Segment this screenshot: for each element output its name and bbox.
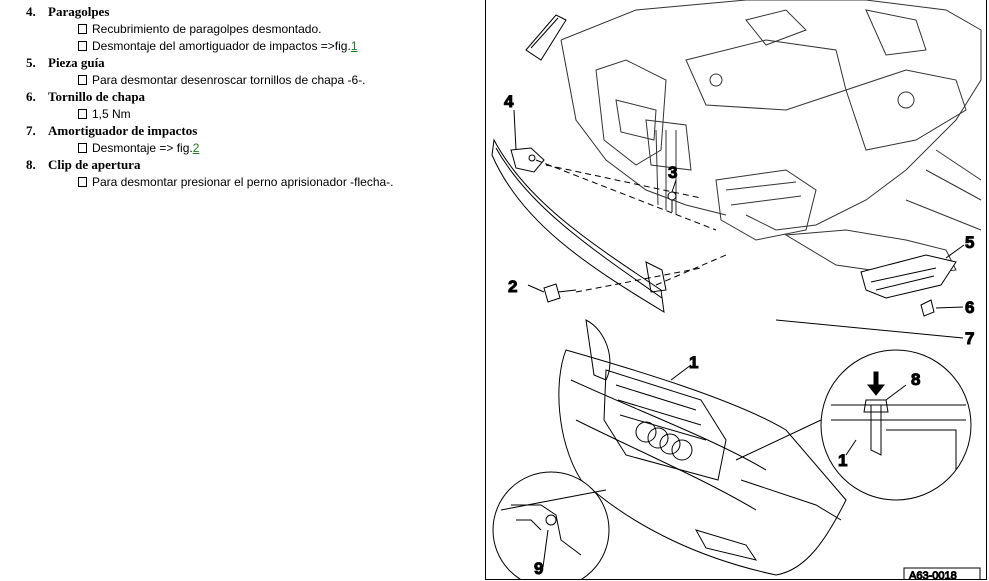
parts-list: 4.Paragolpes Recubrimiento de paragolpes…	[0, 0, 480, 581]
exploded-diagram: 4 3 5 2 6 7 1 8 1 9 A63-0018	[485, 0, 987, 580]
diagram-svg: 4 3 5 2 6 7 1 8 1 9 A63-0018	[491, 0, 982, 580]
detail-circle-9	[492, 471, 610, 579]
checkbox-glyph	[78, 75, 87, 85]
checkbox-glyph	[78, 109, 87, 119]
item-6-sub-1: 1,5 Nm	[78, 107, 131, 121]
callout-1-detail: 1	[838, 451, 847, 470]
checkbox-glyph	[78, 41, 87, 51]
item-7-title: 7.Amortiguador de impactos	[26, 123, 198, 138]
checkbox-glyph	[78, 143, 87, 153]
item-6-title: 6.Tornillo de chapa	[26, 89, 146, 104]
guide-piece-5	[860, 254, 957, 317]
callout-4: 4	[504, 92, 514, 111]
item-5-title: 5.Pieza guía	[26, 55, 105, 70]
callout-1: 1	[689, 353, 698, 372]
callout-9: 9	[534, 559, 543, 578]
engine-bay-drawing	[560, 0, 982, 276]
fig-1-link[interactable]: 1	[350, 39, 358, 53]
checkbox-glyph	[78, 177, 87, 187]
callout-3: 3	[668, 163, 677, 182]
bolt-2	[543, 283, 577, 303]
item-4-title: 4.Paragolpes	[26, 4, 110, 19]
callout-8: 8	[911, 370, 920, 389]
mounting-lines	[535, 159, 727, 293]
checkbox-glyph	[78, 24, 87, 34]
callout-5: 5	[965, 233, 974, 252]
clip-part-top	[525, 14, 567, 61]
item-7-sub-1: Desmontaje => fig.2	[78, 141, 199, 155]
item-8-title: 8.Clip de apertura	[26, 157, 141, 172]
bolt-3	[667, 191, 677, 212]
item-8-sub-1: Para desmontar presionar el perno aprisi…	[78, 175, 394, 189]
fig-2-link[interactable]: 2	[192, 141, 200, 155]
callout-6: 6	[965, 298, 974, 317]
item-4-sub-1: Recubrimiento de paragolpes desmontado.	[78, 22, 321, 36]
item-5-sub-1: Para desmontar desenroscar tornillos de …	[78, 73, 365, 87]
item-4-sub-2: Desmontaje del amortiguador de impactos …	[78, 39, 358, 53]
leader-lines	[500, 109, 965, 568]
impact-absorber	[491, 138, 667, 313]
figure-ref: A63-0018	[909, 570, 957, 580]
bumper-cover	[558, 319, 847, 576]
detail-circle-8	[820, 349, 972, 501]
ref-box	[903, 567, 981, 579]
callout-2: 2	[508, 277, 517, 296]
callout-7: 7	[965, 329, 974, 348]
